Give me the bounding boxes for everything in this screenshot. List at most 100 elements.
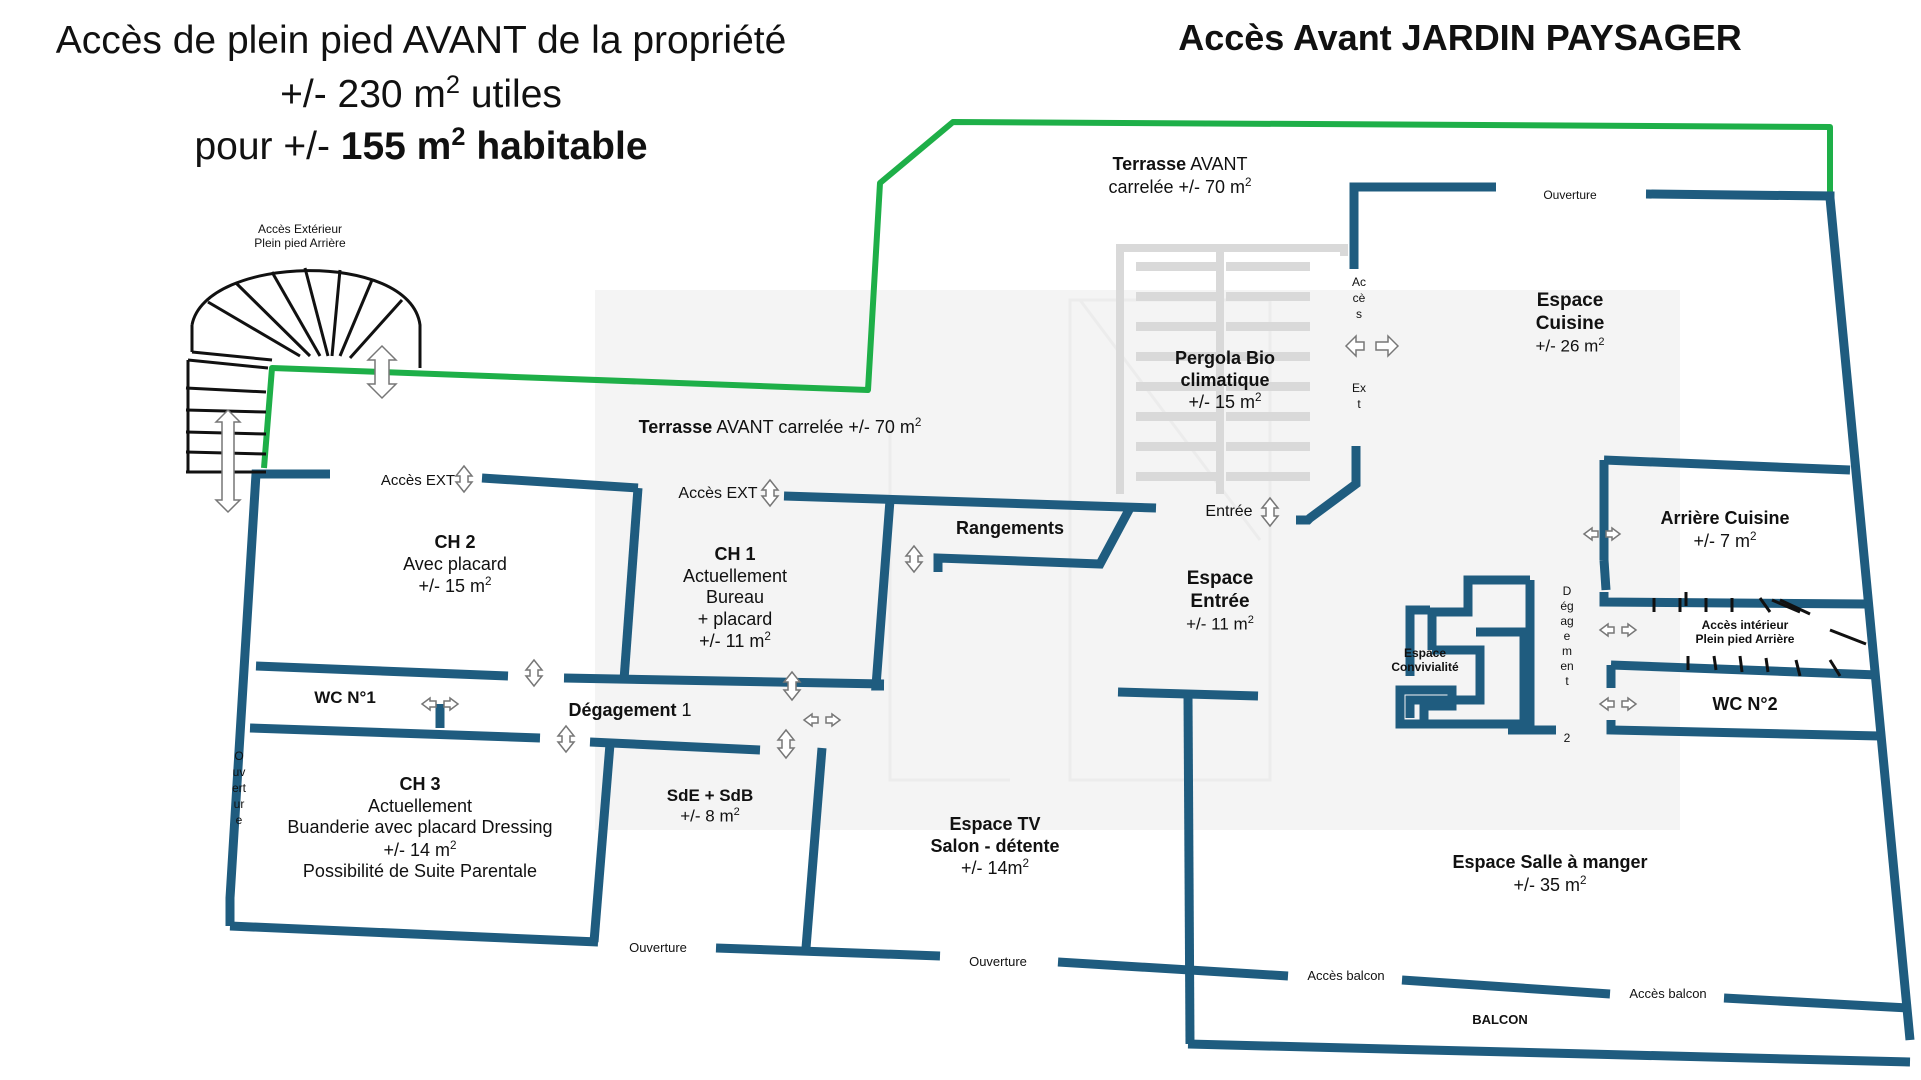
label-ch1-3: Bureau (705, 587, 765, 608)
label-acces-balcon-1: Accès balcon (1307, 968, 1385, 983)
label-sde-2: +/- 8 m (680, 807, 734, 827)
label-espace-cuisine-3: +/- 26 m (1535, 336, 1599, 356)
label-ouverture-bas-1: Ouverture (629, 940, 687, 955)
pergola-slat (1136, 382, 1220, 391)
header-line-2-sup: 2 (445, 71, 461, 99)
label-ouverture-gauche-vertical: Ouverture (232, 749, 247, 827)
label-wc1: WC N°1 (314, 688, 376, 707)
label-ch3-3: Buanderie avec placard Dressing (287, 817, 553, 838)
pergola-slat (1226, 382, 1310, 391)
label-salle-manger-sup: 2 (1580, 873, 1587, 887)
label-degagement2-vertical: Dégagement (1560, 584, 1574, 688)
label-ch1-sup: 2 (764, 630, 771, 644)
label-acces-balcon-2: Accès balcon (1629, 986, 1707, 1001)
label-terrasse-haut-area: carrelée +/- 70 m (1108, 176, 1246, 197)
label-ch1-2: Actuellement (682, 565, 788, 586)
pergola-slat (1226, 262, 1310, 271)
label-acces-interieur-1: Accès intérieur (1701, 618, 1789, 632)
pergola-slat (1226, 442, 1310, 451)
watermark-block (595, 290, 1680, 830)
label-espace-tv-3: +/- 14m (960, 858, 1023, 879)
label-rangements: Rangements (955, 518, 1065, 538)
header-line-2: +/- 230 m2 utiles (26, 70, 816, 119)
label-salle-manger-1: Espace Salle à manger (1452, 852, 1648, 872)
pergola-slat (1136, 262, 1220, 271)
label-espace-entree-sup: 2 (1247, 613, 1254, 626)
header-line-3-bold-suffix: habitable (465, 125, 648, 168)
label-terrasse-bas-sup: 2 (914, 416, 922, 429)
label-sde-1: SdE + SdB (666, 786, 754, 805)
label-ch3-5: Possibilité de Suite Parentale (302, 861, 538, 882)
header-line-2-suffix: utiles (460, 73, 562, 116)
pergola-slat (1226, 412, 1310, 421)
label-terrasse-bas-bold: Terrasse (638, 417, 713, 437)
pergola-slat (1136, 472, 1220, 481)
label-espace-tv-sup: 2 (1022, 857, 1030, 871)
interior-stairs (1652, 592, 1867, 677)
label-ch3-1: CH 3 (399, 774, 441, 794)
pergola-slat (1136, 412, 1220, 421)
pergola-frame (1216, 244, 1224, 494)
label-pergola-3: +/- 15 m (1188, 392, 1255, 413)
label-arriere-cuisine-1: Arrière Cuisine (1660, 508, 1790, 528)
header-right-title: Accès Avant JARDIN PAYSAGER (1178, 17, 1742, 58)
label-sde-sdb: SdE + SdB+/- 8 m2 (650, 786, 770, 827)
label-espace-conv-1: Espace (1403, 646, 1447, 660)
label-pergola-2: climatique (1180, 369, 1270, 390)
label-espace-tv-1: Espace TV (949, 814, 1041, 834)
label-acces-ext-2: Accès EXT (678, 485, 758, 502)
label-ch3-4: +/- 14 m (383, 839, 450, 860)
label-salle-a-manger: Espace Salle à manger+/- 35 m2 (1430, 852, 1670, 896)
header-line-3-bold: 155 m (340, 125, 452, 168)
label-espace-conv-2: Convivialité (1391, 660, 1459, 675)
header-line-3: pour +/- 155 m2 habitable (26, 122, 816, 171)
label-terrasse-bas-rest: AVANT carrelée +/- 70 m (712, 417, 915, 437)
label-pergola-sup: 2 (1255, 391, 1262, 405)
pergola-frame (1116, 244, 1346, 252)
pergola-slat (1136, 352, 1220, 361)
label-espace-entree-3: +/- 11 m (1186, 614, 1248, 634)
label-ch2-2: Avec placard (403, 553, 507, 574)
label-ch2-3: +/- 15 m (418, 576, 485, 597)
label-espace-cuisine-2: Cuisine (1535, 312, 1605, 334)
label-arriere-cuisine-2: +/- 7 m (1693, 530, 1750, 551)
label-acces-ext-arr-line2: Plein pied Arrière (254, 236, 346, 251)
label-degagement1: Dégagement 1 (560, 700, 700, 722)
pergola-slat (1136, 292, 1220, 301)
label-ch1-5: +/- 11 m (699, 631, 765, 652)
label-ch1-1: CH 1 (714, 544, 756, 564)
label-ch2-sup: 2 (485, 575, 492, 589)
label-ch3-2: Actuellement (367, 795, 473, 816)
pergola-slat (1136, 322, 1220, 331)
passage-arrows (214, 334, 1638, 760)
pergola-slat (1226, 322, 1310, 331)
label-ext-vertical: Ext (1352, 381, 1367, 411)
label-balcon: BALCON (1472, 1012, 1528, 1027)
label-acces-vertical: Accès (1352, 275, 1367, 321)
label-ch3-sup: 2 (450, 838, 457, 852)
label-espace-entree-1: Espace (1186, 568, 1254, 589)
label-terrasse-bas: Terrasse AVANT carrelée +/- 70 m2 (620, 416, 940, 439)
label-degagement2-num: 2 (1563, 731, 1571, 745)
label-terrasse-haut-avant: AVANT (1186, 154, 1248, 174)
pergola-slat (1226, 472, 1310, 481)
label-ouverture-haut: Ouverture (1543, 188, 1597, 202)
label-entree: Entrée (1205, 503, 1253, 520)
walls (225, 182, 1915, 1067)
label-pergola-1: Pergola Bio (1174, 348, 1276, 368)
pergola-frame (1340, 244, 1348, 256)
pergola-slat (1136, 442, 1220, 451)
header-line-3-sup: 2 (451, 123, 466, 151)
label-espace-tv-2: Salon - détente (930, 835, 1060, 856)
label-terrasse-haut-sup: 2 (1245, 175, 1252, 189)
label-terrasse-haut-bold: Terrasse (1112, 154, 1187, 174)
